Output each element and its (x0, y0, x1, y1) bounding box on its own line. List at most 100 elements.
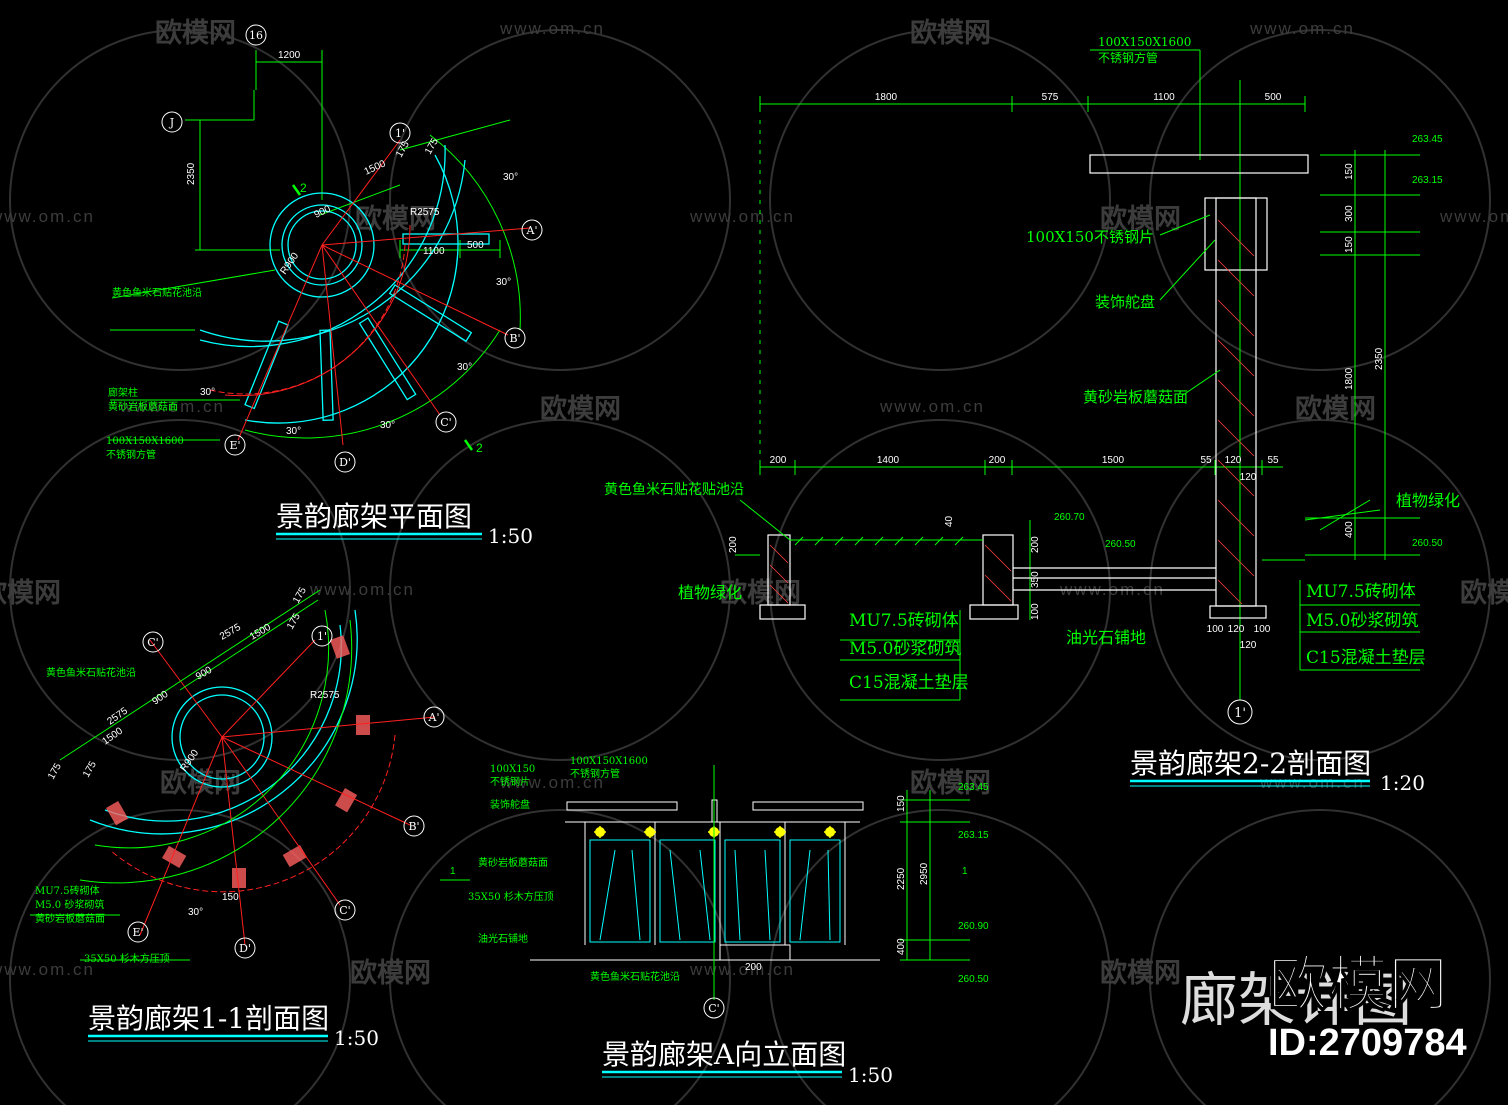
dim-900: 900 (150, 689, 170, 708)
dim-40: 40 (944, 515, 955, 527)
watermark-url: www.om.cn (0, 207, 95, 226)
s22-dimension-lines (759, 49, 1420, 701)
dim-500: 500 (1265, 92, 1282, 103)
watermark-overlay: 廊架详图 欧模网 ID:2709784 (1180, 950, 1467, 1064)
dim-r900: R900 (278, 250, 301, 276)
grid-label-1: 1' (395, 127, 405, 140)
watermark-url: www.om.cn (1259, 773, 1365, 792)
s22-note: MU7.5砖砌体 (849, 611, 959, 631)
s22-note: 装饰舵盘 (1095, 293, 1155, 311)
s11-dimension-lines (30, 589, 353, 961)
plan-scale: 1:50 (488, 524, 533, 548)
s22-note: 油光石铺地 (1066, 628, 1146, 647)
watermark-brand: 欧模网 (0, 578, 61, 608)
plan-cut-marks (291, 184, 474, 451)
elevation-263-15: 263.15 (1412, 175, 1443, 186)
watermark-brand: 欧模网 (910, 768, 991, 798)
grid-label-c: C' (708, 1002, 719, 1015)
plan-note: 不锈钢方管 (106, 448, 156, 461)
grid-label-d: D' (339, 456, 351, 469)
plan-walls (199, 144, 490, 424)
s22-note: MU7.5砖砌体 (1306, 582, 1416, 602)
angle-30: 30° (188, 907, 203, 918)
dim-2575: 2575 (218, 622, 243, 643)
s11-note: 35X50 杉木方压顶 (84, 952, 170, 965)
angle-30: 30° (200, 387, 215, 398)
s22-note: 植物绿化 (1396, 491, 1460, 510)
dim-100: 100 (1030, 603, 1041, 620)
elevation-260-70: 260.70 (1054, 512, 1085, 523)
watermark-url: www.om.cn (879, 397, 985, 416)
s22-note: C15混凝土垫层 (849, 673, 969, 693)
elev-dimension-lines (440, 765, 970, 1000)
section-2-2-scale: 1:20 (1380, 771, 1425, 795)
watermark-brand: 欧模网 (1100, 958, 1181, 988)
dim-120: 120 (1228, 624, 1245, 635)
watermark-brand: 欧模网 (155, 18, 236, 48)
dim-200: 200 (1030, 536, 1041, 553)
dim-150: 150 (222, 892, 239, 903)
elevation-263-15: 263.15 (958, 830, 989, 841)
elev-note: 油光石铺地 (478, 932, 528, 945)
s22-note: M5.0砂浆砌筑 (1306, 611, 1418, 631)
watermark-brand: 欧模网 (910, 18, 991, 48)
s22-note: 黄砂岩板蘑菇面 (1083, 388, 1188, 406)
elevation-263-45: 263.45 (1412, 134, 1443, 145)
dim-2350: 2350 (1374, 347, 1385, 370)
cut-mark-label: 1 (962, 866, 968, 877)
dim-1100: 1100 (1153, 92, 1175, 103)
grid-label-c: C' (440, 416, 451, 429)
dim-150: 150 (1344, 163, 1355, 180)
drawing-name-overlay: 廊架详图 (1180, 966, 1412, 1034)
watermark-url: www.om.cn (689, 960, 795, 979)
dim-2575: 2575 (105, 705, 130, 727)
elevation-260-90: 260.90 (958, 921, 989, 932)
dim-r2575: R2575 (410, 207, 440, 218)
dim-150: 150 (1344, 236, 1355, 253)
watermark-url: www.om.cn (1249, 19, 1355, 38)
dim-175: 175 (46, 761, 64, 781)
dim-2950: 2950 (919, 862, 930, 885)
dim-400: 400 (896, 938, 907, 955)
dim-150: 150 (896, 795, 907, 812)
plan-note: 100X150X1600 (106, 436, 184, 447)
elev-note: 100X150X1600 (570, 756, 648, 767)
dim-500: 500 (467, 240, 484, 251)
grid-label-1: 1' (317, 630, 327, 643)
s11-note: 黄色鱼米石贴花池沿 (46, 666, 136, 679)
dim-55: 55 (1267, 455, 1279, 466)
watermark-url: www.om.cn (119, 397, 225, 416)
grid-label-a: A' (526, 224, 538, 237)
watermark-brand: 欧模网 (1100, 204, 1181, 234)
angle-30: 30° (503, 172, 518, 183)
s22-structure (759, 154, 1309, 620)
dim-1400: 1400 (877, 455, 900, 466)
plan-note: 黄色鱼米石贴花池沿 (112, 286, 202, 299)
section-1-1-scale: 1:50 (334, 1026, 379, 1050)
s22-note: 黄色鱼米石贴花贴池沿 (604, 481, 744, 498)
elev-note: 100X150 (490, 764, 535, 775)
cut-mark-label: 2 (476, 441, 483, 455)
dim-200: 200 (770, 455, 787, 466)
grid-label-16: 16 (249, 29, 263, 42)
angle-30: 30° (286, 426, 301, 437)
elev-structure (530, 799, 880, 961)
s11-note: 黄砂岩板蘑菇面 (35, 912, 105, 925)
grid-label-a: A' (428, 711, 440, 724)
watermark-url: www.om.cn (499, 19, 605, 38)
elev-note: 黄砂岩板蘑菇面 (478, 856, 548, 869)
watermark-url: www.om.cn (499, 773, 605, 792)
angle-30: 30° (380, 420, 395, 431)
dim-575: 575 (1042, 92, 1059, 103)
s22-note: 植物绿化 (678, 583, 742, 602)
elev-note: 不锈钢方管 (570, 767, 620, 780)
s22-note: 100X150X1600 (1098, 35, 1191, 49)
grid-label-b: B' (509, 332, 520, 345)
watermark-brand: 欧模网 (355, 204, 436, 234)
elev-note: 不锈钢片 (490, 775, 530, 788)
watermark-url: www.om.cn (309, 580, 415, 599)
plan-grid-bubbles (161, 24, 543, 473)
dim-1100: 1100 (423, 246, 445, 257)
s22-note: 不锈钢方管 (1098, 50, 1158, 65)
section-1-1-title: 景韵廊架1-1剖面图 (88, 1002, 329, 1035)
